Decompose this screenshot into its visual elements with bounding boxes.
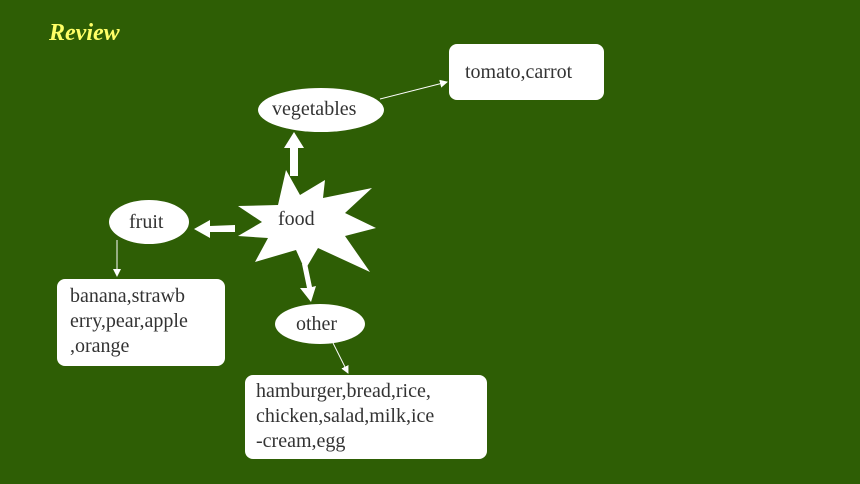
- fruit-label: fruit: [129, 211, 164, 233]
- fruit-items-box: [57, 279, 225, 366]
- connector-other-items: [332, 342, 349, 374]
- other-label: other: [296, 313, 338, 335]
- vegetables-items-text: tomato,carrot: [465, 61, 573, 83]
- fruit-items-text: banana,strawb erry,pear,apple ,orange: [70, 285, 188, 357]
- vegetables-items-box: [449, 44, 604, 100]
- other-items-box: [245, 375, 487, 459]
- connector-vegetables-items: [379, 79, 448, 100]
- other-node: [275, 304, 365, 344]
- vegetables-label: vegetables: [272, 98, 357, 120]
- arrow-to-other: [300, 263, 316, 302]
- slide-title: Review: [49, 20, 120, 46]
- food-starburst: [238, 170, 376, 272]
- food-label: food: [278, 208, 315, 230]
- arrow-to-vegetables: [284, 132, 304, 176]
- arrow-to-fruit: [194, 220, 235, 238]
- fruit-node: [109, 200, 189, 244]
- vegetables-node: [258, 88, 384, 132]
- other-items-text: hamburger,bread,rice, chicken,salad,milk…: [256, 380, 435, 452]
